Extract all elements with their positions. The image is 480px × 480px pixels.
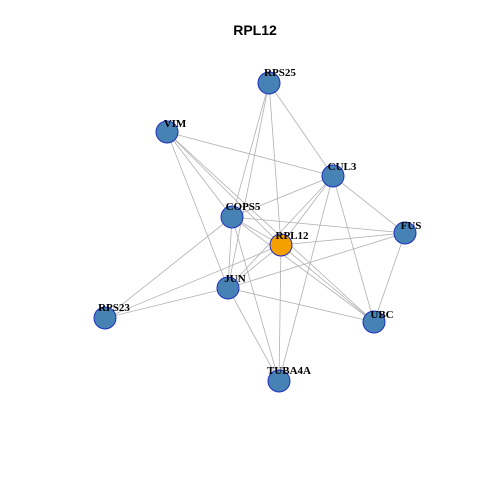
- node-tuba4a: TUBA4A: [267, 365, 311, 393]
- edges-layer: [104, 82, 406, 382]
- node-label-cul3: CUL3: [328, 161, 357, 173]
- edge-cops5-rps23: [104, 216, 233, 319]
- node-circle-rps23: [93, 306, 117, 330]
- edge-cul3-jun: [227, 175, 334, 289]
- edge-fus-ubc: [373, 232, 406, 323]
- edge-jun-rps23: [104, 287, 229, 319]
- node-circle-rpl12: [269, 233, 293, 257]
- node-rps25: RPS25: [257, 67, 296, 95]
- node-label-tuba4a: TUBA4A: [267, 365, 311, 377]
- edge-cul3-rpl12: [280, 175, 334, 246]
- edge-vim-ubc: [166, 131, 375, 323]
- node-fus: FUS: [393, 220, 422, 245]
- edge-rps25-rpl12: [268, 82, 282, 246]
- edge-rpl12-tuba4a: [278, 244, 282, 382]
- node-label-ubc: UBC: [370, 309, 393, 321]
- node-circle-cul3: [321, 164, 345, 188]
- edge-cul3-fus: [332, 175, 406, 234]
- edge-fus-jun: [227, 232, 406, 289]
- edge-rpl12-rps23: [104, 244, 282, 319]
- node-rps23: RPS23: [93, 302, 130, 330]
- edge-vim-cul3: [166, 131, 334, 177]
- node-rpl12: RPL12: [269, 230, 310, 257]
- node-label-rps23: RPS23: [98, 302, 130, 314]
- node-label-jun: JUN: [224, 273, 245, 285]
- node-cops5: COPS5: [220, 201, 261, 229]
- node-label-fus: FUS: [401, 220, 422, 232]
- edge-vim-jun: [166, 131, 229, 289]
- node-circle-ubc: [362, 310, 386, 334]
- node-label-vim: VIM: [164, 118, 187, 130]
- node-circle-cops5: [220, 205, 244, 229]
- edge-rps25-cops5: [231, 82, 270, 218]
- edge-rpl12-fus: [280, 232, 406, 246]
- node-vim: VIM: [155, 118, 187, 144]
- edge-cul3-cops5: [231, 175, 334, 218]
- node-label-cops5: COPS5: [226, 201, 261, 213]
- edge-jun-ubc: [227, 287, 375, 323]
- edge-vim-cops5: [166, 131, 233, 218]
- node-circle-jun: [216, 276, 240, 300]
- graph-title: RPL12: [233, 22, 277, 38]
- edge-rpl12-ubc: [280, 244, 375, 323]
- edge-cul3-tuba4a: [278, 175, 334, 382]
- edge-rps25-cul3: [268, 82, 334, 177]
- node-label-rpl12: RPL12: [276, 230, 310, 242]
- node-cul3: CUL3: [321, 161, 357, 188]
- node-label-rps25: RPS25: [264, 67, 296, 79]
- node-circle-rps25: [257, 71, 281, 95]
- node-circle-tuba4a: [267, 369, 291, 393]
- node-circle-vim: [155, 120, 179, 144]
- node-circle-fus: [393, 221, 417, 245]
- edge-rps25-jun: [227, 82, 270, 289]
- edge-cops5-jun: [227, 216, 233, 289]
- edge-cops5-ubc: [231, 216, 375, 323]
- edge-cops5-fus: [231, 216, 406, 234]
- edge-vim-rpl12: [166, 131, 282, 246]
- edge-cops5-tuba4a: [231, 216, 280, 382]
- node-ubc: UBC: [362, 309, 394, 334]
- edge-jun-tuba4a: [227, 287, 280, 382]
- node-jun: JUN: [216, 273, 246, 300]
